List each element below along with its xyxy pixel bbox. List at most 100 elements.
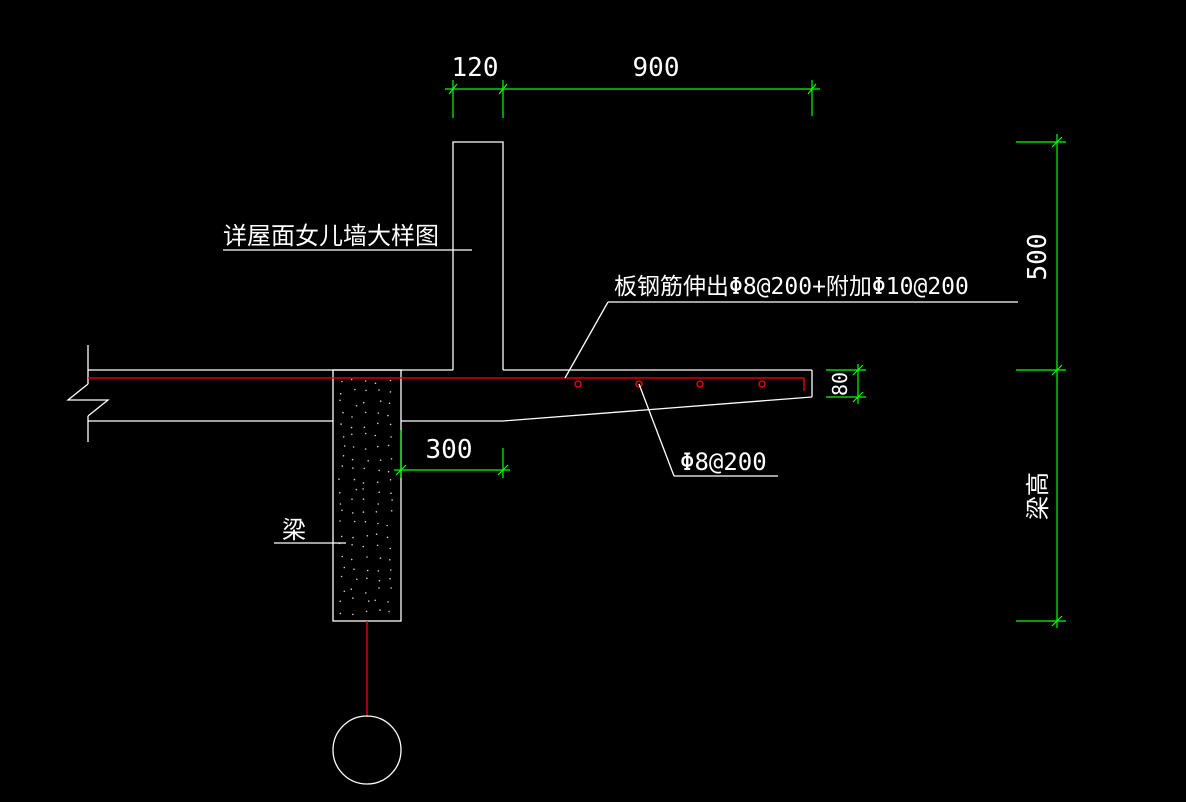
hatch-dot [389, 391, 392, 393]
hatch-dot [350, 588, 353, 590]
hatch-dot [389, 479, 392, 481]
hatch-dot [362, 401, 365, 404]
hatch-dot [379, 557, 382, 559]
hatch-dot [390, 569, 392, 571]
hatch-dot [351, 416, 353, 418]
hatch-dot [350, 426, 353, 429]
hatch-dot [365, 389, 367, 392]
hatch-dot [386, 536, 389, 539]
dim-top-tick-2 [498, 83, 508, 95]
hatch-dot [365, 592, 367, 594]
dim-500-text: 500 [1023, 234, 1053, 281]
hatch-dot [339, 399, 341, 402]
hatch-dot [354, 388, 356, 391]
hatch-dot [374, 382, 377, 385]
hatch-dot [387, 444, 390, 447]
dim-300-text: 300 [426, 435, 473, 465]
hatch-dot [366, 569, 369, 572]
beam [332, 369, 402, 622]
hatch-dot [391, 499, 393, 501]
hatch-dot [350, 378, 353, 381]
label-parapet-detail: 详屋面女儿墙大样图 [223, 222, 439, 250]
hatch-dot [340, 423, 342, 425]
label-slab-rebar: 板钢筋伸出Φ8@200+附加Φ10@200 [614, 274, 969, 300]
leader-slab-rebar-diag [564, 301, 609, 379]
hatch-dot [387, 414, 389, 417]
hatch-dot [338, 478, 340, 481]
hatch-dot [374, 599, 377, 602]
hatch-dot [340, 575, 343, 578]
hatch-dot [362, 498, 365, 500]
hatch-dot [362, 545, 365, 548]
hatch-dot [389, 547, 392, 550]
hatch-dot [376, 445, 379, 448]
hatch-dot [342, 455, 345, 457]
dim-right-tick-3 [1051, 615, 1063, 627]
hatch-dot [339, 520, 341, 522]
hatch-dot [343, 445, 346, 447]
hatch-dot [339, 392, 342, 395]
hatch-dot [353, 478, 356, 481]
hatch-dot [376, 481, 379, 484]
hatch-dot [351, 433, 353, 436]
beam-hatch [338, 378, 393, 616]
hatch-dot [352, 536, 354, 539]
hatch-dot [389, 423, 392, 426]
hatch-dot [375, 533, 378, 535]
hatch-dot [374, 434, 377, 437]
hatch-dot [366, 556, 368, 558]
hatch-dot [339, 600, 342, 602]
hatch-dot [390, 587, 392, 589]
axis-bubble [332, 715, 402, 785]
hatch-dot [352, 597, 354, 599]
hatch-dot [387, 470, 390, 473]
hatch-dot [362, 488, 364, 490]
dim-300-tick-1 [395, 464, 407, 476]
dimension-lines [394, 80, 1066, 628]
dim-right-tick-1 [1051, 136, 1063, 148]
dim-80-text: 80 [828, 372, 852, 396]
hatch-dot [343, 590, 346, 593]
dim-beam-height-text: 梁高 [1024, 472, 1052, 520]
hatch-dot [378, 469, 380, 472]
hatch-dot [389, 559, 391, 561]
hatch-dot [351, 458, 354, 461]
hatch-dot [377, 412, 380, 414]
hatch-dot [353, 568, 355, 570]
hatch-dot [366, 577, 368, 580]
dim-top-tick-3 [807, 83, 817, 95]
hatch-dot [378, 579, 381, 582]
hatch-dot [390, 492, 392, 495]
hatch-dot [342, 411, 344, 414]
hatch-dot [351, 498, 353, 501]
slab-top-rebar [88, 377, 805, 391]
hatch-dot [341, 509, 343, 512]
hatch-dot [389, 379, 392, 382]
hatch-dot [377, 570, 380, 572]
hatch-dot [379, 609, 381, 611]
dim-900-text: 900 [633, 53, 680, 83]
overhang-underside [502, 396, 813, 422]
hatch-dot [341, 380, 343, 383]
hatch-dot [364, 411, 367, 414]
hatch-dot [378, 587, 380, 589]
hatch-dot [389, 577, 391, 580]
hatch-dot [339, 492, 341, 494]
rebar-dot-1 [574, 380, 582, 388]
hatch-dot [352, 446, 355, 448]
hatch-dot [362, 511, 365, 513]
hatch-dot [388, 402, 391, 405]
parapet-wall [452, 141, 504, 370]
dim-right-tick-2 [1051, 364, 1063, 376]
hatch-dot [379, 400, 382, 402]
hatch-dot [352, 467, 354, 469]
hatch-dot [341, 465, 344, 467]
annotations: 120 900 300 500 80 梁高 详屋面女儿墙大样图 板钢筋伸出Φ8@… [223, 53, 1053, 544]
hatch-dot [376, 544, 379, 547]
hatch-dot [363, 426, 366, 429]
dim-120-text: 120 [452, 53, 499, 83]
hatch-dot [367, 460, 370, 462]
hatch-dot [390, 436, 392, 438]
hatch-dot [388, 610, 390, 613]
